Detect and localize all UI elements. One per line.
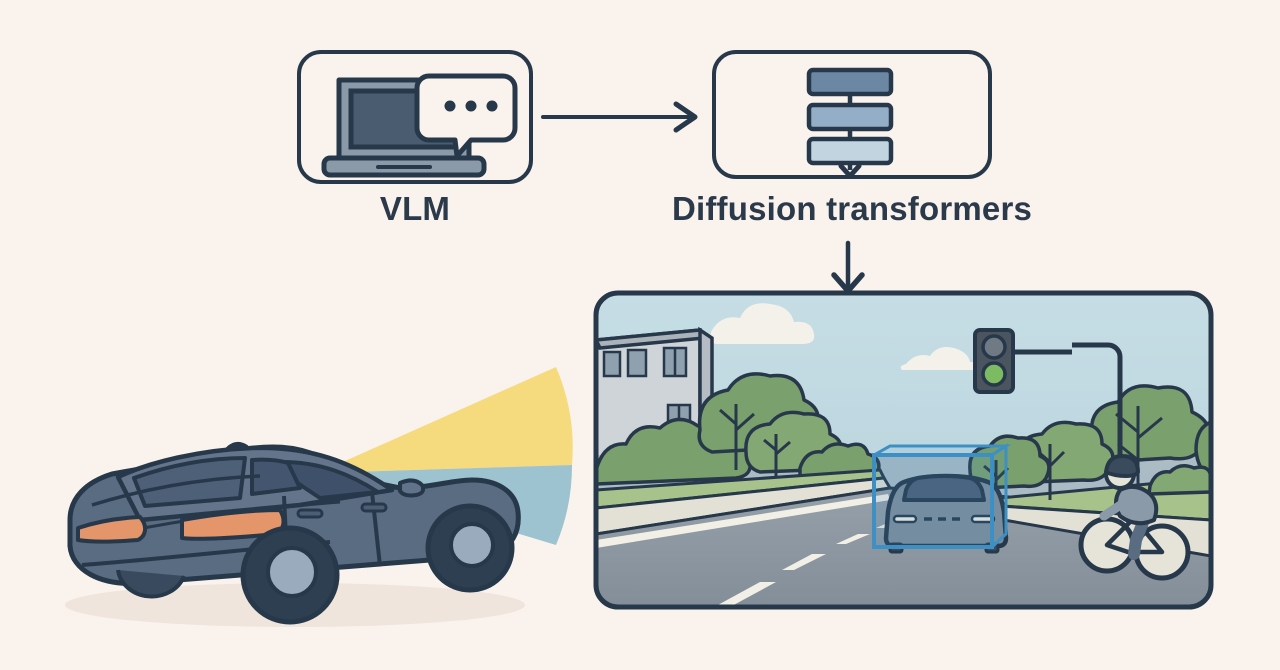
arrow-vlm-to-diffusion xyxy=(541,101,698,133)
rider-arm xyxy=(1099,499,1127,521)
side-mirror xyxy=(398,478,426,498)
cloud-right xyxy=(900,347,982,370)
arrow-diffusion-to-scene xyxy=(831,240,865,294)
tree-right-4 xyxy=(1194,418,1211,482)
roof-antenna xyxy=(225,441,249,452)
taillight-left xyxy=(76,515,147,544)
side-window-rear xyxy=(250,457,302,496)
traffic-light xyxy=(973,328,1123,507)
trunk-seam xyxy=(91,474,261,507)
taillight-right xyxy=(180,508,286,541)
diffusion-transformers-node[interactable] xyxy=(712,50,992,179)
vlm-node-label: VLM xyxy=(379,190,451,227)
camera-beam xyxy=(318,367,573,473)
cyclist xyxy=(1078,454,1191,581)
traffic-light-lamp-red xyxy=(981,334,1007,360)
diffusion-node-label: Diffusion transformers xyxy=(671,190,1033,227)
wheel-front xyxy=(425,503,515,593)
detection-bounding-box xyxy=(872,443,1012,549)
rider-leg xyxy=(1128,514,1150,560)
side-window-front xyxy=(280,460,380,500)
stacked-layers-icon xyxy=(806,67,894,179)
scene-frame-border xyxy=(593,290,1214,610)
rider-helmet xyxy=(1104,454,1140,478)
ego-vehicle xyxy=(65,441,525,627)
wheel-rear xyxy=(240,525,340,625)
door-handle-front xyxy=(360,502,388,513)
vlm-node[interactable] xyxy=(297,50,533,184)
detected-car[interactable] xyxy=(872,443,1012,554)
headlight-left xyxy=(892,514,918,524)
hedge-left-far xyxy=(798,442,881,478)
traffic-light-lamp-green xyxy=(981,361,1007,387)
vlm-node-border xyxy=(297,50,533,184)
cloud-left xyxy=(709,303,815,344)
traffic-light-mast xyxy=(1072,342,1123,507)
wheel-far-rear xyxy=(116,569,186,599)
lane-marking-solid-left xyxy=(596,494,890,548)
door-handle-rear xyxy=(296,508,324,519)
laptop-chat-icon xyxy=(321,73,518,178)
generated-driving-scene[interactable] xyxy=(593,290,1220,610)
